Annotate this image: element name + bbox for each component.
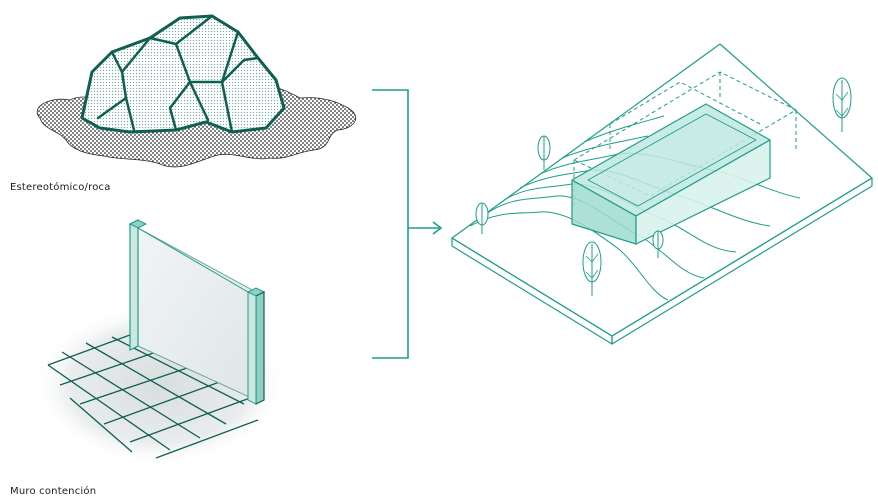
tree-icon	[538, 136, 550, 170]
rock-body	[82, 16, 284, 132]
retaining-wall-caption: Muro contención	[10, 486, 96, 497]
bracket-connector	[372, 90, 441, 358]
retaining-wall-illustration	[32, 220, 288, 467]
isometric-site	[452, 44, 872, 344]
tree-icon	[833, 78, 851, 132]
rock-caption: Estereotómico/roca	[10, 182, 111, 193]
rock-illustration	[37, 16, 356, 167]
